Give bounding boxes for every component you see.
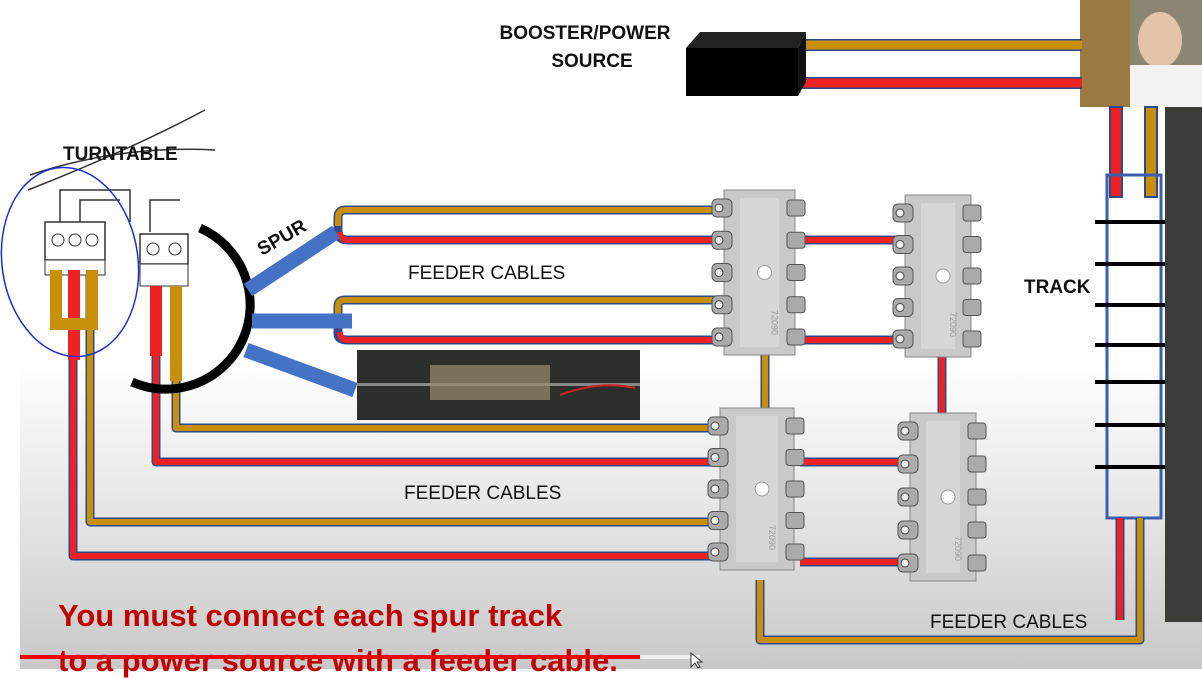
feeder-label-middle: FEEDER CABLES [404, 483, 561, 504]
caption-strike-line [20, 655, 640, 659]
mouse-cursor-icon [690, 652, 704, 669]
turntable [27, 109, 216, 232]
feeder-label-bottom: FEEDER CABLES [930, 612, 1087, 633]
distributor-part-number: 72090 [953, 536, 963, 561]
booster-label-1: BOOSTER/POWER [499, 23, 670, 44]
track-label: TRACK [1024, 277, 1091, 298]
caption-line-1: You must connect each spur track [58, 598, 563, 633]
distributor-part-number: 72090 [948, 312, 958, 337]
track-photo-strip [1165, 107, 1202, 622]
power-distributor: 72090 [892, 194, 982, 358]
power-distributor: 72090 [711, 189, 806, 356]
distributor-part-number: 72090 [767, 525, 777, 550]
terminal-block-3 [44, 221, 106, 360]
caption-line-2: to a power source with a feeder cable. [58, 643, 618, 678]
turntable-label: TURNTABLE [63, 144, 178, 165]
terminal-block-2 [139, 233, 189, 381]
track-photo [357, 350, 640, 420]
webcam-overlay [1080, 0, 1202, 107]
booster-box [686, 32, 806, 96]
spur-tracks [243, 225, 358, 398]
distributor-part-number: 72090 [770, 310, 780, 335]
highlight-ellipse [0, 166, 140, 358]
turntable-pit-arc [130, 223, 255, 394]
caption-strike-line-faded [640, 655, 700, 659]
track [1095, 173, 1165, 520]
feeder-label-top: FEEDER CABLES [408, 263, 565, 284]
booster-label-2: SOURCE [551, 51, 632, 72]
power-distributor: 72090 [897, 412, 987, 582]
power-distributor: 72090 [707, 407, 805, 571]
